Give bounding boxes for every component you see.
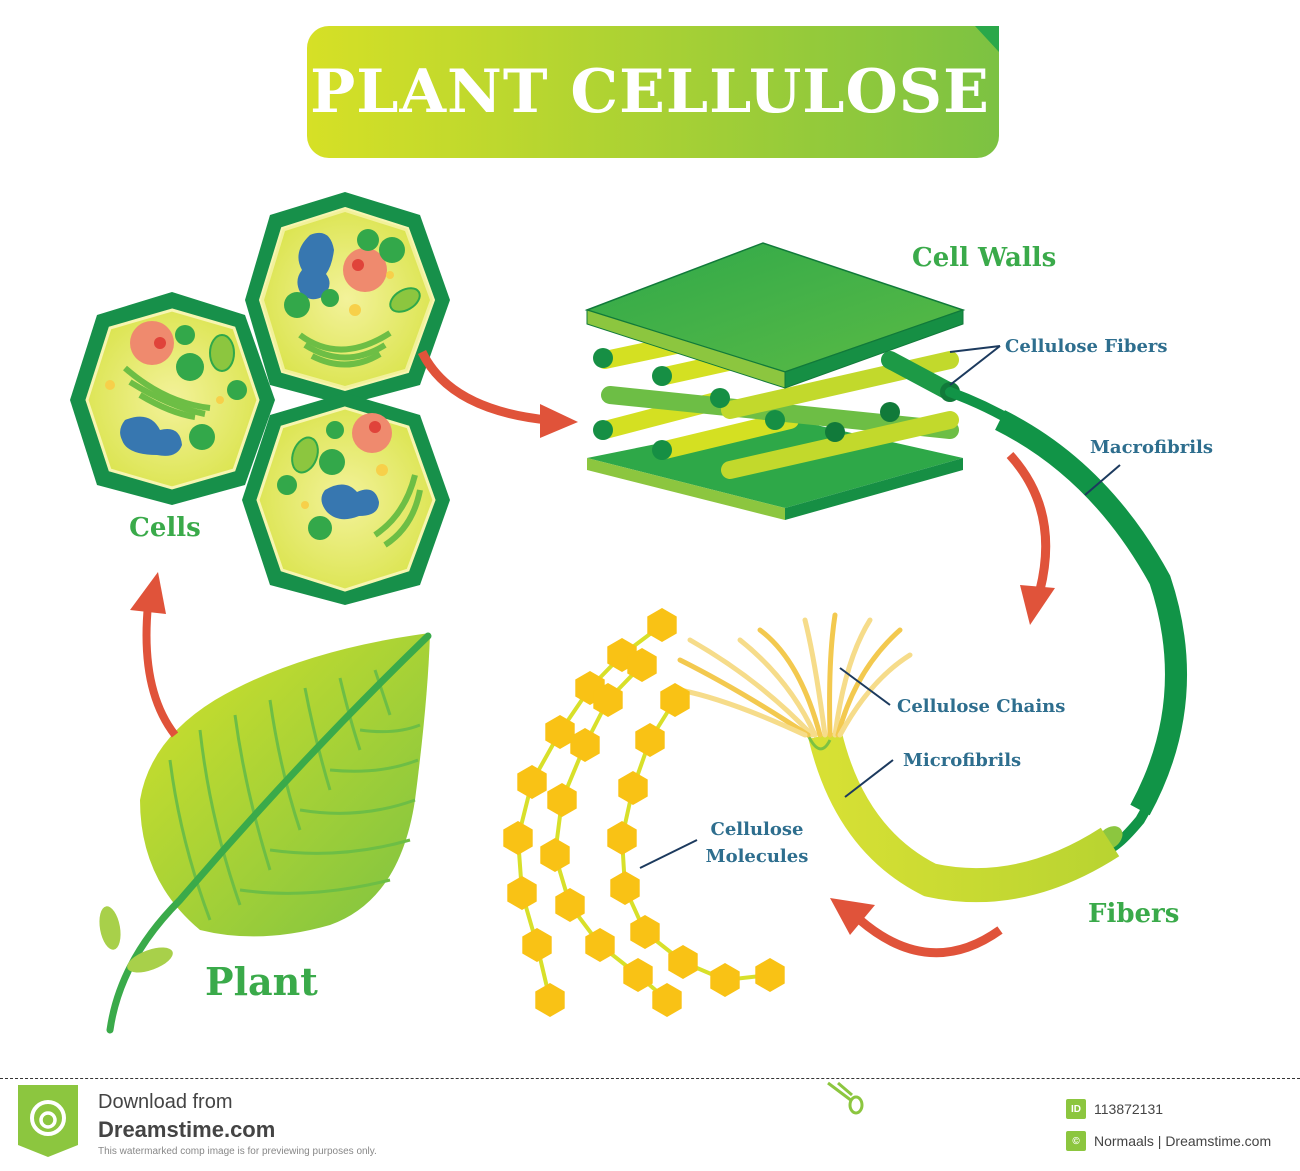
page-curl-icon — [975, 26, 999, 52]
credit-text: Normaals | Dreamstime.com — [1094, 1133, 1272, 1149]
cellulose-chains-label: Cellulose Chains — [897, 696, 1065, 717]
plant-label: Plant — [205, 959, 318, 1004]
cells-illustration: Cells — [70, 192, 450, 605]
glucose-hexagon — [570, 728, 600, 762]
glucose-hexagon — [618, 771, 648, 805]
plant-cell — [70, 292, 275, 505]
glucose-hexagon — [545, 715, 575, 749]
cells-label: Cells — [129, 513, 201, 543]
arrow-walls-to-fibers — [1006, 451, 1055, 625]
glucose-hexagon — [517, 765, 547, 799]
credit-row: © Normaals | Dreamstime.com — [1066, 1131, 1271, 1151]
cellulose-fibers-label: Cellulose Fibers — [1005, 336, 1168, 357]
glucose-hexagon — [635, 723, 665, 757]
id-badge-icon: ID — [1066, 1099, 1086, 1119]
arrow-head-icon — [1020, 585, 1055, 625]
watermark-footer: Download from Dreamstime.com This waterm… — [0, 1078, 1300, 1171]
image-id: 113872131 — [1094, 1101, 1164, 1117]
glucose-hexagon — [522, 928, 552, 962]
download-from-text: Download from — [98, 1091, 233, 1113]
glucose-hexagon — [660, 683, 690, 717]
glucose-hexagon — [607, 821, 637, 855]
cellulose-chain-strands — [677, 612, 913, 738]
small-leaf-icon — [127, 947, 173, 973]
macrofibril-strand: Macrofibrils — [945, 387, 1213, 855]
plant-cell — [242, 393, 450, 605]
scissors-icon — [827, 1081, 864, 1115]
glucose-hexagon — [710, 963, 740, 997]
image-id-row: ID 113872131 — [1066, 1099, 1163, 1119]
small-leaf-icon — [99, 906, 121, 950]
glucose-hexagon — [535, 983, 565, 1017]
macrofibrils-label: Macrofibrils — [1090, 437, 1213, 458]
disclaimer-text: This watermarked comp image is for previ… — [98, 1146, 377, 1157]
leaf-illustration: Plant — [99, 632, 432, 1034]
glucose-hexagon — [647, 608, 677, 642]
cellulose-molecules-label-line2: Molecules — [706, 846, 809, 867]
glucose-hexagon — [652, 983, 682, 1017]
glucose-hexagon — [668, 945, 698, 979]
cellulose-molecules-callout: Cellulose Molecules — [639, 819, 809, 869]
glucose-hexagon — [555, 888, 585, 922]
cellulose-molecules-label-line1: Cellulose — [711, 819, 804, 840]
title-banner: PLANT CELLULOSE — [307, 26, 999, 158]
arrow-head-icon — [130, 572, 166, 614]
dreamstime-logo-icon — [18, 1085, 78, 1157]
mitochondrion-icon — [389, 287, 421, 313]
arrow-head-icon — [540, 404, 578, 438]
glucose-hexagon — [627, 648, 657, 682]
arrow-cells-to-walls — [417, 349, 578, 438]
glucose-hexagon — [593, 683, 623, 717]
arrow-fibers-to-molecules — [830, 898, 1003, 958]
microfibril-strand: Cellulose Chains Microfibrils Fibers — [677, 612, 1179, 929]
glucose-hexagon — [755, 958, 785, 992]
leaf-stem — [106, 632, 432, 1034]
glucose-hexagon — [623, 958, 653, 992]
copyright-icon: © — [1066, 1131, 1086, 1151]
glucose-hexagon — [503, 821, 533, 855]
microfibrils-label: Microfibrils — [903, 750, 1021, 771]
mitochondrion-icon — [209, 334, 235, 372]
glucose-hexagon — [540, 838, 570, 872]
glucose-hexagon — [547, 783, 577, 817]
glucose-hexagon — [630, 915, 660, 949]
cell-walls-illustration: Cell Walls Cellulose Fibers — [584, 242, 1168, 520]
plant-cell — [245, 192, 450, 405]
mitochondrion-icon — [291, 436, 319, 474]
diagram-canvas: PLANT CELLULOSE — [70, 26, 1213, 1034]
cellulose-molecule-chains — [503, 608, 785, 1017]
glucose-hexagon — [585, 928, 615, 962]
fibers-label: Fibers — [1088, 899, 1179, 929]
arrow-head-icon — [830, 898, 875, 935]
arrow-plant-to-cells — [130, 572, 179, 738]
title: PLANT CELLULOSE — [310, 57, 990, 127]
glucose-hexagon — [507, 876, 537, 910]
cell-walls-label: Cell Walls — [912, 243, 1056, 273]
dreamstime-link[interactable]: Dreamstime.com — [98, 1117, 276, 1142]
glucose-hexagon — [610, 871, 640, 905]
cellulose-fiber-rods — [593, 331, 960, 479]
